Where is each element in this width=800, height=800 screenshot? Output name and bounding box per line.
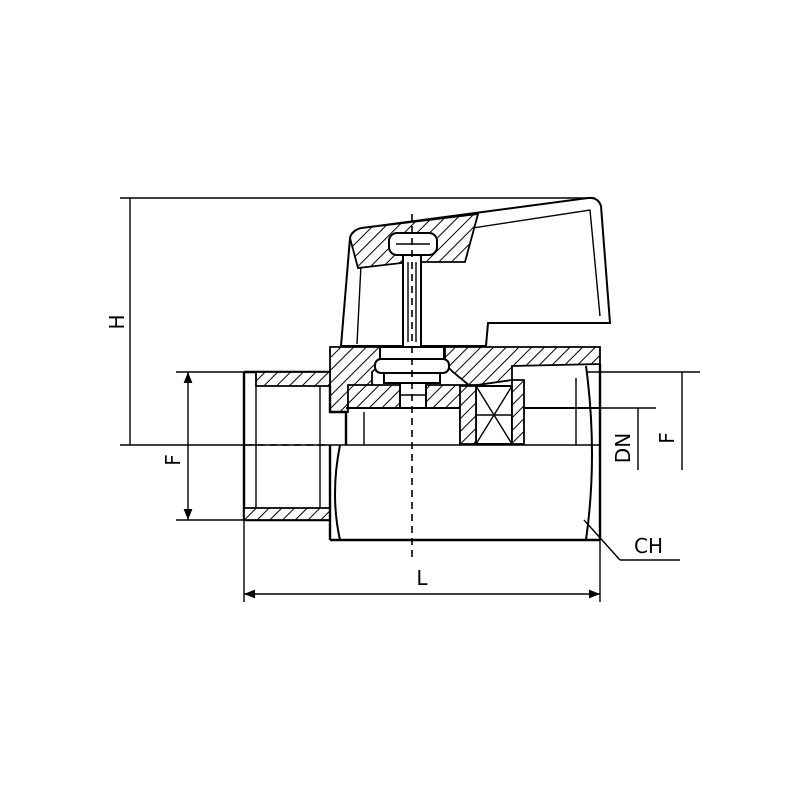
leader-hex (583, 519, 680, 561)
label-thread-right: F (655, 432, 679, 444)
label-thread-left: F (161, 454, 185, 466)
label-hex: CH (634, 534, 663, 558)
dimension-dn (600, 407, 656, 470)
dimension-height (120, 197, 595, 445)
valve-body (120, 214, 602, 560)
label-height: H (105, 314, 129, 329)
label-length: L (416, 566, 428, 590)
dimension-length (243, 520, 601, 602)
lever-handle (339, 196, 612, 347)
dimension-thread-right (586, 371, 700, 470)
label-dn: DN (611, 433, 635, 463)
dimension-thread-left (176, 371, 244, 521)
